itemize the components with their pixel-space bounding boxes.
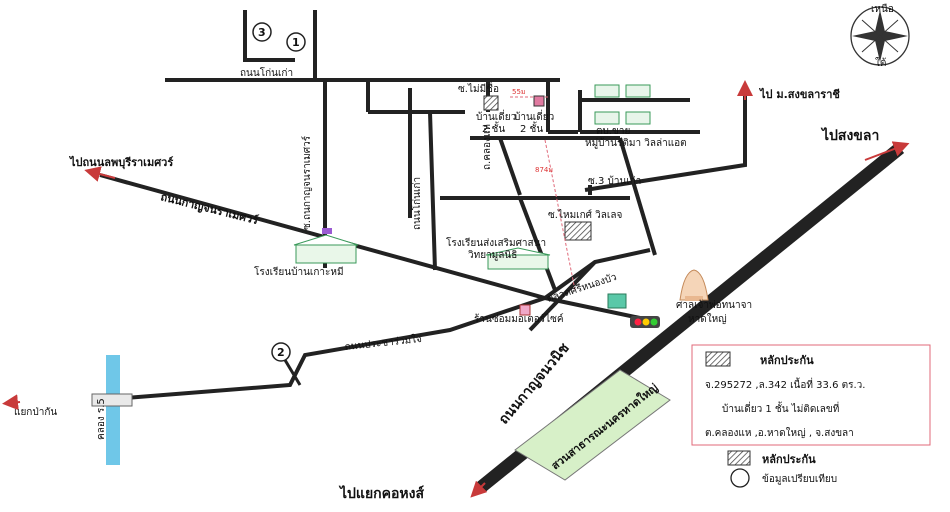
legend-line3: ต.คลองแห ,อ.หาดใหญ่ , จ.สงขลา bbox=[705, 427, 854, 439]
shrine-label: ศาลเจ้าพ่อทนาจา bbox=[676, 299, 752, 311]
compass-south: ใต้ bbox=[875, 57, 886, 69]
legend-line2: บ้านเดี่ยว 1 ชั้น ไม่ติดเลขที่ bbox=[722, 401, 839, 415]
collateral-plot bbox=[564, 221, 592, 241]
svg-text:3: 3 bbox=[258, 26, 266, 39]
collateral-key-icon bbox=[727, 450, 751, 466]
school-islam-label-2: วิทยามูลนิธิ bbox=[468, 250, 518, 261]
legend-compare: ข้อมูลเปรียบเทียบ bbox=[762, 473, 837, 485]
direction-arrows bbox=[2, 80, 910, 498]
house-1b-label: 2 ชั้น bbox=[482, 121, 505, 135]
road-label-kanchanaramesuan: ถนนกาญจนราเมศวร์ bbox=[159, 190, 259, 227]
direction-rajabhat: ไป ม.สงขลาราชี bbox=[758, 87, 840, 101]
bridge bbox=[91, 393, 133, 407]
direction-kanchanaramesuan: ไปถนนลพบุรีราเมศวร์ bbox=[68, 155, 173, 170]
marker-2: 2 bbox=[271, 342, 291, 362]
road-label-soi-kanchanaramesuan: ซ.ถนกาญจนราเมศวร์ bbox=[301, 135, 313, 230]
road-label-ton-kha: ถนนโก่นเก่า bbox=[240, 66, 293, 79]
school-icon bbox=[485, 247, 551, 270]
distance-side: 874ม bbox=[535, 166, 553, 174]
marker-1: 1 bbox=[286, 32, 306, 52]
house-1-label: บ้านเดี่ยว bbox=[476, 109, 516, 123]
shrine-icon bbox=[679, 269, 709, 301]
shop-icon bbox=[519, 304, 531, 316]
school-icon bbox=[293, 228, 359, 264]
direction-songkhla: ไปสงขลา bbox=[820, 126, 879, 144]
direction-pakkan: แยกป่ากัน bbox=[14, 407, 57, 418]
house-icon bbox=[483, 84, 651, 125]
school-kohmi-label: โรงเรียนบ้านเกาะหมี bbox=[254, 265, 344, 278]
legend-title: หลักประกัน bbox=[760, 354, 814, 367]
marker-3: 3 bbox=[252, 22, 272, 42]
house-2-label: บ้านเดี่ยว bbox=[514, 109, 554, 123]
legend-hatch-icon bbox=[705, 351, 731, 367]
traffic-light-icon bbox=[630, 316, 660, 328]
road-label-wanlert: ซ.ไหมเกศ์ วิลเลจ bbox=[548, 209, 622, 221]
compass: เหนือ ใต้ bbox=[850, 3, 910, 69]
canal-label: คลอง ร.5 bbox=[96, 398, 107, 440]
store-label: ตบ.ขาย bbox=[596, 126, 630, 137]
house-2b-label: 2 ชั้น bbox=[520, 121, 543, 135]
road-label-soi-village: ถ.คลองแห bbox=[482, 124, 493, 170]
legend-key: หลักประกัน ข้อมูลเปรียบเทียบ bbox=[727, 450, 837, 488]
legend: หลักประกัน จ.295272 ,ล.342 เนื้อที่ 33.6… bbox=[691, 344, 931, 446]
shop-label: ร้านซ่อมมอเตอร์ไซค์ bbox=[474, 313, 564, 325]
school-islam-label: โรงเรียนส่งเสริมศาสนา bbox=[446, 236, 546, 249]
direction-khohong: ไปแยกคอหงส์ bbox=[338, 484, 424, 502]
svg-text:1: 1 bbox=[292, 36, 300, 49]
legend-collateral: หลักประกัน bbox=[762, 453, 816, 466]
compare-key-icon bbox=[730, 468, 750, 488]
compass-north: เหนือ bbox=[871, 3, 894, 15]
distance-top: 55ม bbox=[512, 88, 526, 96]
canal bbox=[106, 355, 120, 465]
legend-line1: จ.295272 ,ล.342 เนื้อที่ 33.6 ตร.ว. bbox=[705, 377, 865, 391]
road-label-pracharuamjai: ถนนประชาร่วมใจ bbox=[344, 333, 423, 353]
road-label-ton-kha-side: ถนนโก่นเก่า bbox=[410, 177, 423, 230]
road-label-soi-3: ซ.3 บ้านเก่า bbox=[588, 175, 641, 187]
village-label: หมู่บ้านรติมา วิลล่าแอต bbox=[585, 137, 687, 149]
shrine-label-2: หาดใหญ่ bbox=[688, 313, 727, 325]
road-label-soi-nameless: ซ.ไม่มีชื่อ bbox=[458, 81, 499, 95]
market-icon bbox=[607, 293, 627, 309]
svg-text:2: 2 bbox=[277, 346, 285, 359]
